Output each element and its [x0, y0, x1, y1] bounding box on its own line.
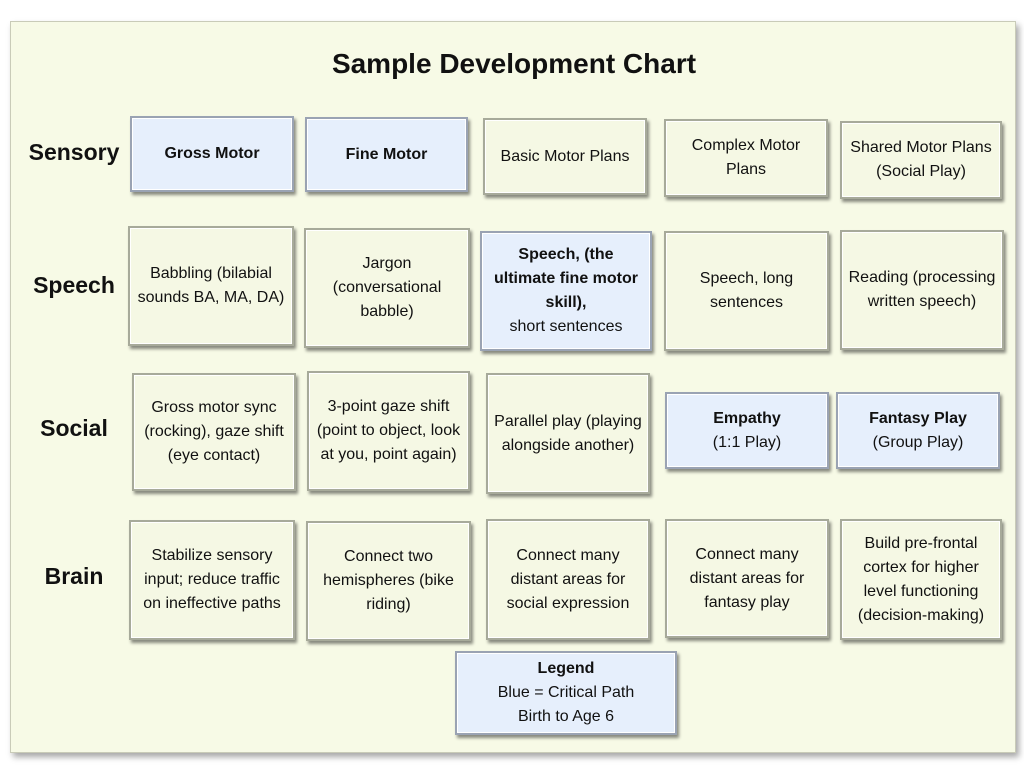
- cell-speech-long-sentences: Speech, long sentences: [664, 231, 829, 351]
- cell-bold-text: Speech, (the ultimate fine motor skill),: [493, 246, 638, 311]
- cell-sensory-basic-motor-plans: Basic Motor Plans: [483, 118, 647, 195]
- cell-text: (Group Play): [872, 433, 964, 451]
- cell-text: Connect many distant areas for fantasy p…: [689, 545, 805, 611]
- cell-text: Reading (processing written speech): [848, 269, 996, 310]
- legend-title: Legend: [537, 660, 595, 677]
- cell-social-empathy: Empathy (1:1 Play): [665, 392, 829, 469]
- cell-bold-text: Empathy: [713, 409, 781, 427]
- cell-text: Jargon (conversational babble): [332, 255, 442, 320]
- cell-social-gross-motor-sync: Gross motor sync (rocking), gaze shift (…: [132, 373, 296, 491]
- cell-text: Gross motor sync (rocking), gaze shift (…: [144, 399, 284, 464]
- cell-speech-babbling: Babbling (bilabial sounds BA, MA, DA): [128, 226, 294, 346]
- row-label-sensory: Sensory: [28, 139, 120, 165]
- cell-text: (1:1 Play): [712, 433, 782, 451]
- cell-sensory-gross-motor: Gross Motor: [130, 116, 294, 192]
- cell-text: Connect two hemispheres (bike riding): [323, 548, 454, 613]
- cell-text: Basic Motor Plans: [500, 147, 630, 165]
- cell-social-gaze-shift: 3-point gaze shift (point to object, loo…: [307, 371, 470, 491]
- cell-bold-text: Fantasy Play: [869, 409, 967, 427]
- cell-brain-social-expression: Connect many distant areas for social ex…: [486, 519, 650, 640]
- cell-speech-jargon: Jargon (conversational babble): [304, 228, 470, 348]
- cell-social-fantasy-play: Fantasy Play (Group Play): [836, 392, 1000, 469]
- cell-text: 3-point gaze shift (point to object, loo…: [316, 398, 461, 463]
- legend-age-range: Birth to Age 6: [517, 708, 615, 725]
- cell-text: Parallel play (playing alongside another…: [494, 412, 642, 454]
- cell-text: Connect many distant areas for social ex…: [506, 546, 630, 612]
- cell-brain-pre-frontal-cortex: Build pre-frontal cortex for higher leve…: [840, 519, 1002, 640]
- cell-text: short sentences: [509, 318, 623, 335]
- cell-brain-fantasy-play: Connect many distant areas for fantasy p…: [665, 519, 829, 638]
- cell-sensory-complex-motor-plans: Complex Motor Plans: [664, 119, 828, 197]
- cell-text: Complex Motor Plans: [691, 137, 801, 178]
- cell-text: Build pre-frontal cortex for higher leve…: [857, 534, 985, 624]
- cell-brain-stabilize-sensory: Stabilize sensory input; reduce traffic …: [129, 520, 295, 640]
- row-label-social: Social: [40, 415, 108, 441]
- legend-critical-path: Blue = Critical Path: [497, 684, 635, 701]
- cell-text: Stabilize sensory input; reduce traffic …: [143, 547, 281, 612]
- cell-text: Babbling (bilabial sounds BA, MA, DA): [137, 265, 285, 306]
- row-label-brain: Brain: [44, 563, 104, 589]
- cell-bold-text: Fine Motor: [345, 145, 428, 163]
- cell-bold-text: Gross Motor: [164, 145, 260, 162]
- cell-social-parallel-play: Parallel play (playing alongside another…: [486, 373, 650, 494]
- cell-speech-reading: Reading (processing written speech): [840, 230, 1004, 350]
- legend-box: Legend Blue = Critical Path Birth to Age…: [455, 651, 677, 735]
- cell-speech-short-sentences: Speech, (the ultimate fine motor skill),…: [480, 231, 652, 351]
- chart-title: Sample Development Chart: [331, 48, 697, 79]
- row-label-speech: Speech: [33, 272, 115, 298]
- cell-text: Shared Motor Plans (Social Play): [850, 139, 992, 180]
- cell-text: Speech, long sentences: [699, 270, 794, 311]
- cell-brain-connect-hemispheres: Connect two hemispheres (bike riding): [306, 521, 471, 641]
- cell-sensory-shared-motor-plans: Shared Motor Plans (Social Play): [840, 121, 1002, 199]
- cell-sensory-fine-motor: Fine Motor: [305, 117, 468, 192]
